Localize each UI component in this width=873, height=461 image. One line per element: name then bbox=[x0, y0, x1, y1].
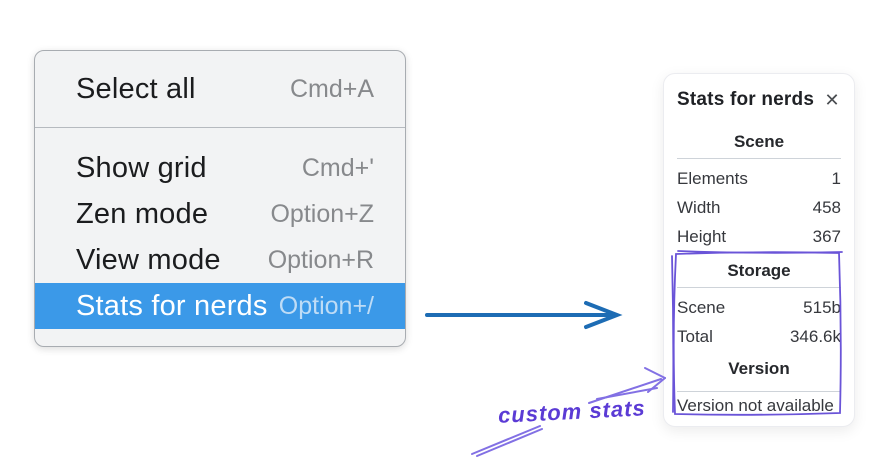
stat-label: Height bbox=[677, 227, 727, 246]
menu-item-shortcut: Option+Z bbox=[270, 199, 374, 228]
stat-value: 346.6k bbox=[789, 327, 841, 346]
annotation-stroke bbox=[471, 425, 543, 457]
menu-separator bbox=[35, 127, 405, 128]
menu-item-shortcut: Option+/ bbox=[278, 291, 374, 320]
menu-item-shortcut: Cmd+A bbox=[289, 74, 374, 103]
stat-label: Width bbox=[677, 198, 721, 217]
menu-item-label: Stats for nerds bbox=[76, 289, 268, 322]
stat-label: Elements bbox=[677, 169, 748, 188]
stat-value: 1 bbox=[831, 169, 841, 188]
stat-row-width: Width 458 bbox=[677, 194, 841, 222]
menu-item-label: Select all bbox=[76, 72, 196, 105]
menu-item-shortcut: Option+R bbox=[267, 245, 374, 274]
section-header-scene: Scene bbox=[733, 132, 785, 151]
stat-row-height: Height 367 bbox=[677, 223, 841, 251]
stats-panel-title: Stats for nerds bbox=[677, 89, 815, 110]
stat-value: 515b bbox=[803, 298, 841, 317]
section-header-storage: Storage bbox=[727, 261, 791, 280]
stat-label: Scene bbox=[677, 298, 726, 317]
custom-stats-label: custom stats bbox=[497, 395, 647, 428]
close-icon[interactable]: ✕ bbox=[824, 90, 840, 110]
menu-item-label: Show grid bbox=[76, 151, 207, 184]
menu-item-view-mode[interactable]: View mode Option+R bbox=[35, 237, 405, 283]
context-menu: Select all Cmd+A Show grid Cmd+' Zen mod… bbox=[34, 50, 406, 347]
section-header-version: Version bbox=[728, 359, 790, 378]
divider bbox=[677, 287, 841, 288]
flow-arrow bbox=[425, 301, 623, 329]
menu-item-zen-mode[interactable]: Zen mode Option+Z bbox=[35, 191, 405, 237]
divider bbox=[677, 158, 841, 159]
stat-row-scene-size: Scene 515b bbox=[677, 294, 841, 322]
stat-value: 367 bbox=[812, 227, 841, 246]
stats-panel: Stats for nerds ✕ Scene Elements 1 Width… bbox=[663, 73, 855, 427]
stat-label: Total bbox=[677, 327, 713, 346]
menu-item-shortcut: Cmd+' bbox=[301, 153, 374, 182]
menu-item-select-all[interactable]: Select all Cmd+A bbox=[35, 51, 405, 127]
menu-item-show-grid[interactable]: Show grid Cmd+' bbox=[35, 145, 405, 191]
stat-row-total-size: Total 346.6k bbox=[677, 323, 841, 351]
menu-item-label: View mode bbox=[76, 243, 221, 276]
version-note: Version not available bbox=[677, 396, 834, 415]
stat-row-elements: Elements 1 bbox=[677, 165, 841, 193]
menu-item-label: Zen mode bbox=[76, 197, 209, 230]
divider bbox=[677, 391, 841, 392]
stat-value: 458 bbox=[812, 198, 841, 217]
menu-item-stats-for-nerds[interactable]: Stats for nerds Option+/ bbox=[35, 283, 405, 329]
